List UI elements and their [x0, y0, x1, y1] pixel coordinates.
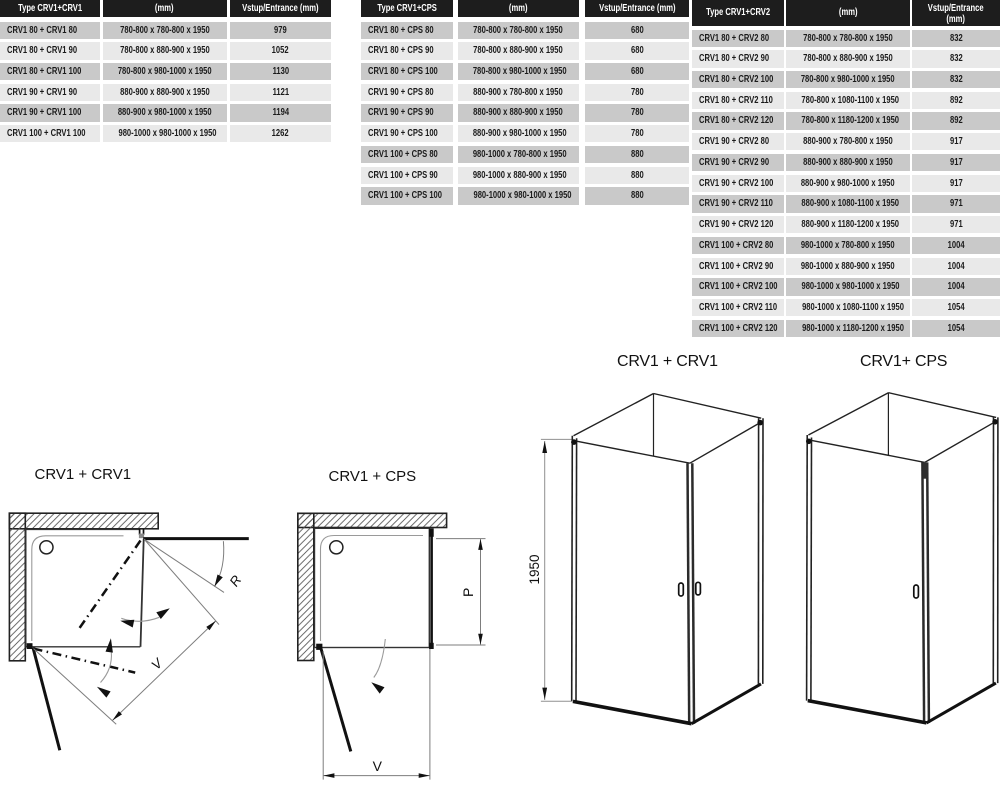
svg-text:P: P: [460, 588, 476, 597]
svg-text:1950: 1950: [527, 554, 542, 584]
svg-text:V: V: [373, 758, 383, 774]
svg-text:V: V: [148, 654, 166, 672]
svg-text:R: R: [227, 572, 245, 589]
